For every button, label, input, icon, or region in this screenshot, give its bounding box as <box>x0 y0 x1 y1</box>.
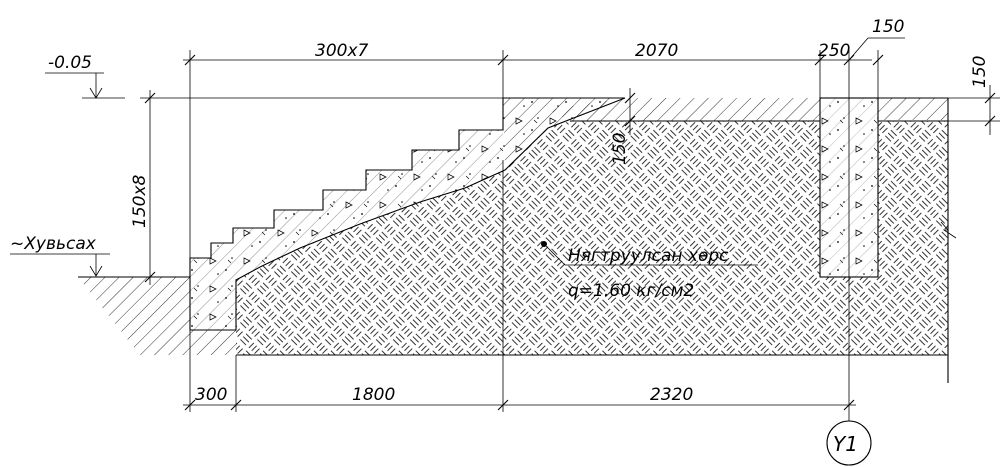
stair-top-landing-hatch <box>503 98 625 165</box>
natural-soil-left <box>78 277 236 355</box>
level-marker-ground <box>10 253 110 277</box>
axis-marker-circle <box>826 420 872 466</box>
axis-marker-label: Y1 <box>833 432 858 456</box>
level-marker-top <box>45 72 125 99</box>
dim-stair-height: 150x8 <box>130 174 150 228</box>
dim-bottom-right: 2320 <box>650 385 693 405</box>
concrete-stair <box>189 97 626 331</box>
dim-top-length: 2070 <box>635 41 678 61</box>
dim-stair-run: 300x7 <box>315 41 369 61</box>
soil-label-line2: q=1.60 кг/см2 <box>568 281 694 301</box>
level-ground-label: ~Хувьсах <box>10 234 97 254</box>
dim-wall-offset: 150 <box>872 17 904 37</box>
soil-hatch-top-right <box>878 98 948 120</box>
dim-wall-width: 250 <box>818 41 850 61</box>
dim-slab-thickness-right: 150 <box>970 56 990 88</box>
stair-steps-hatch <box>190 130 503 330</box>
dim-footing-width: 300 <box>195 385 227 405</box>
soil-leader <box>541 241 758 266</box>
dim-slab-thickness: 150 <box>610 133 630 165</box>
soil-hatch-top-left <box>548 98 820 121</box>
dimension-lines <box>140 37 1000 412</box>
soil-regions <box>78 98 948 355</box>
soil-label-line1: Нягтруулсан хөрс <box>568 246 729 266</box>
dim-bottom-run: 1800 <box>352 385 395 405</box>
level-top-label: -0.05 <box>48 53 92 73</box>
compacted-soil-region <box>236 121 948 355</box>
